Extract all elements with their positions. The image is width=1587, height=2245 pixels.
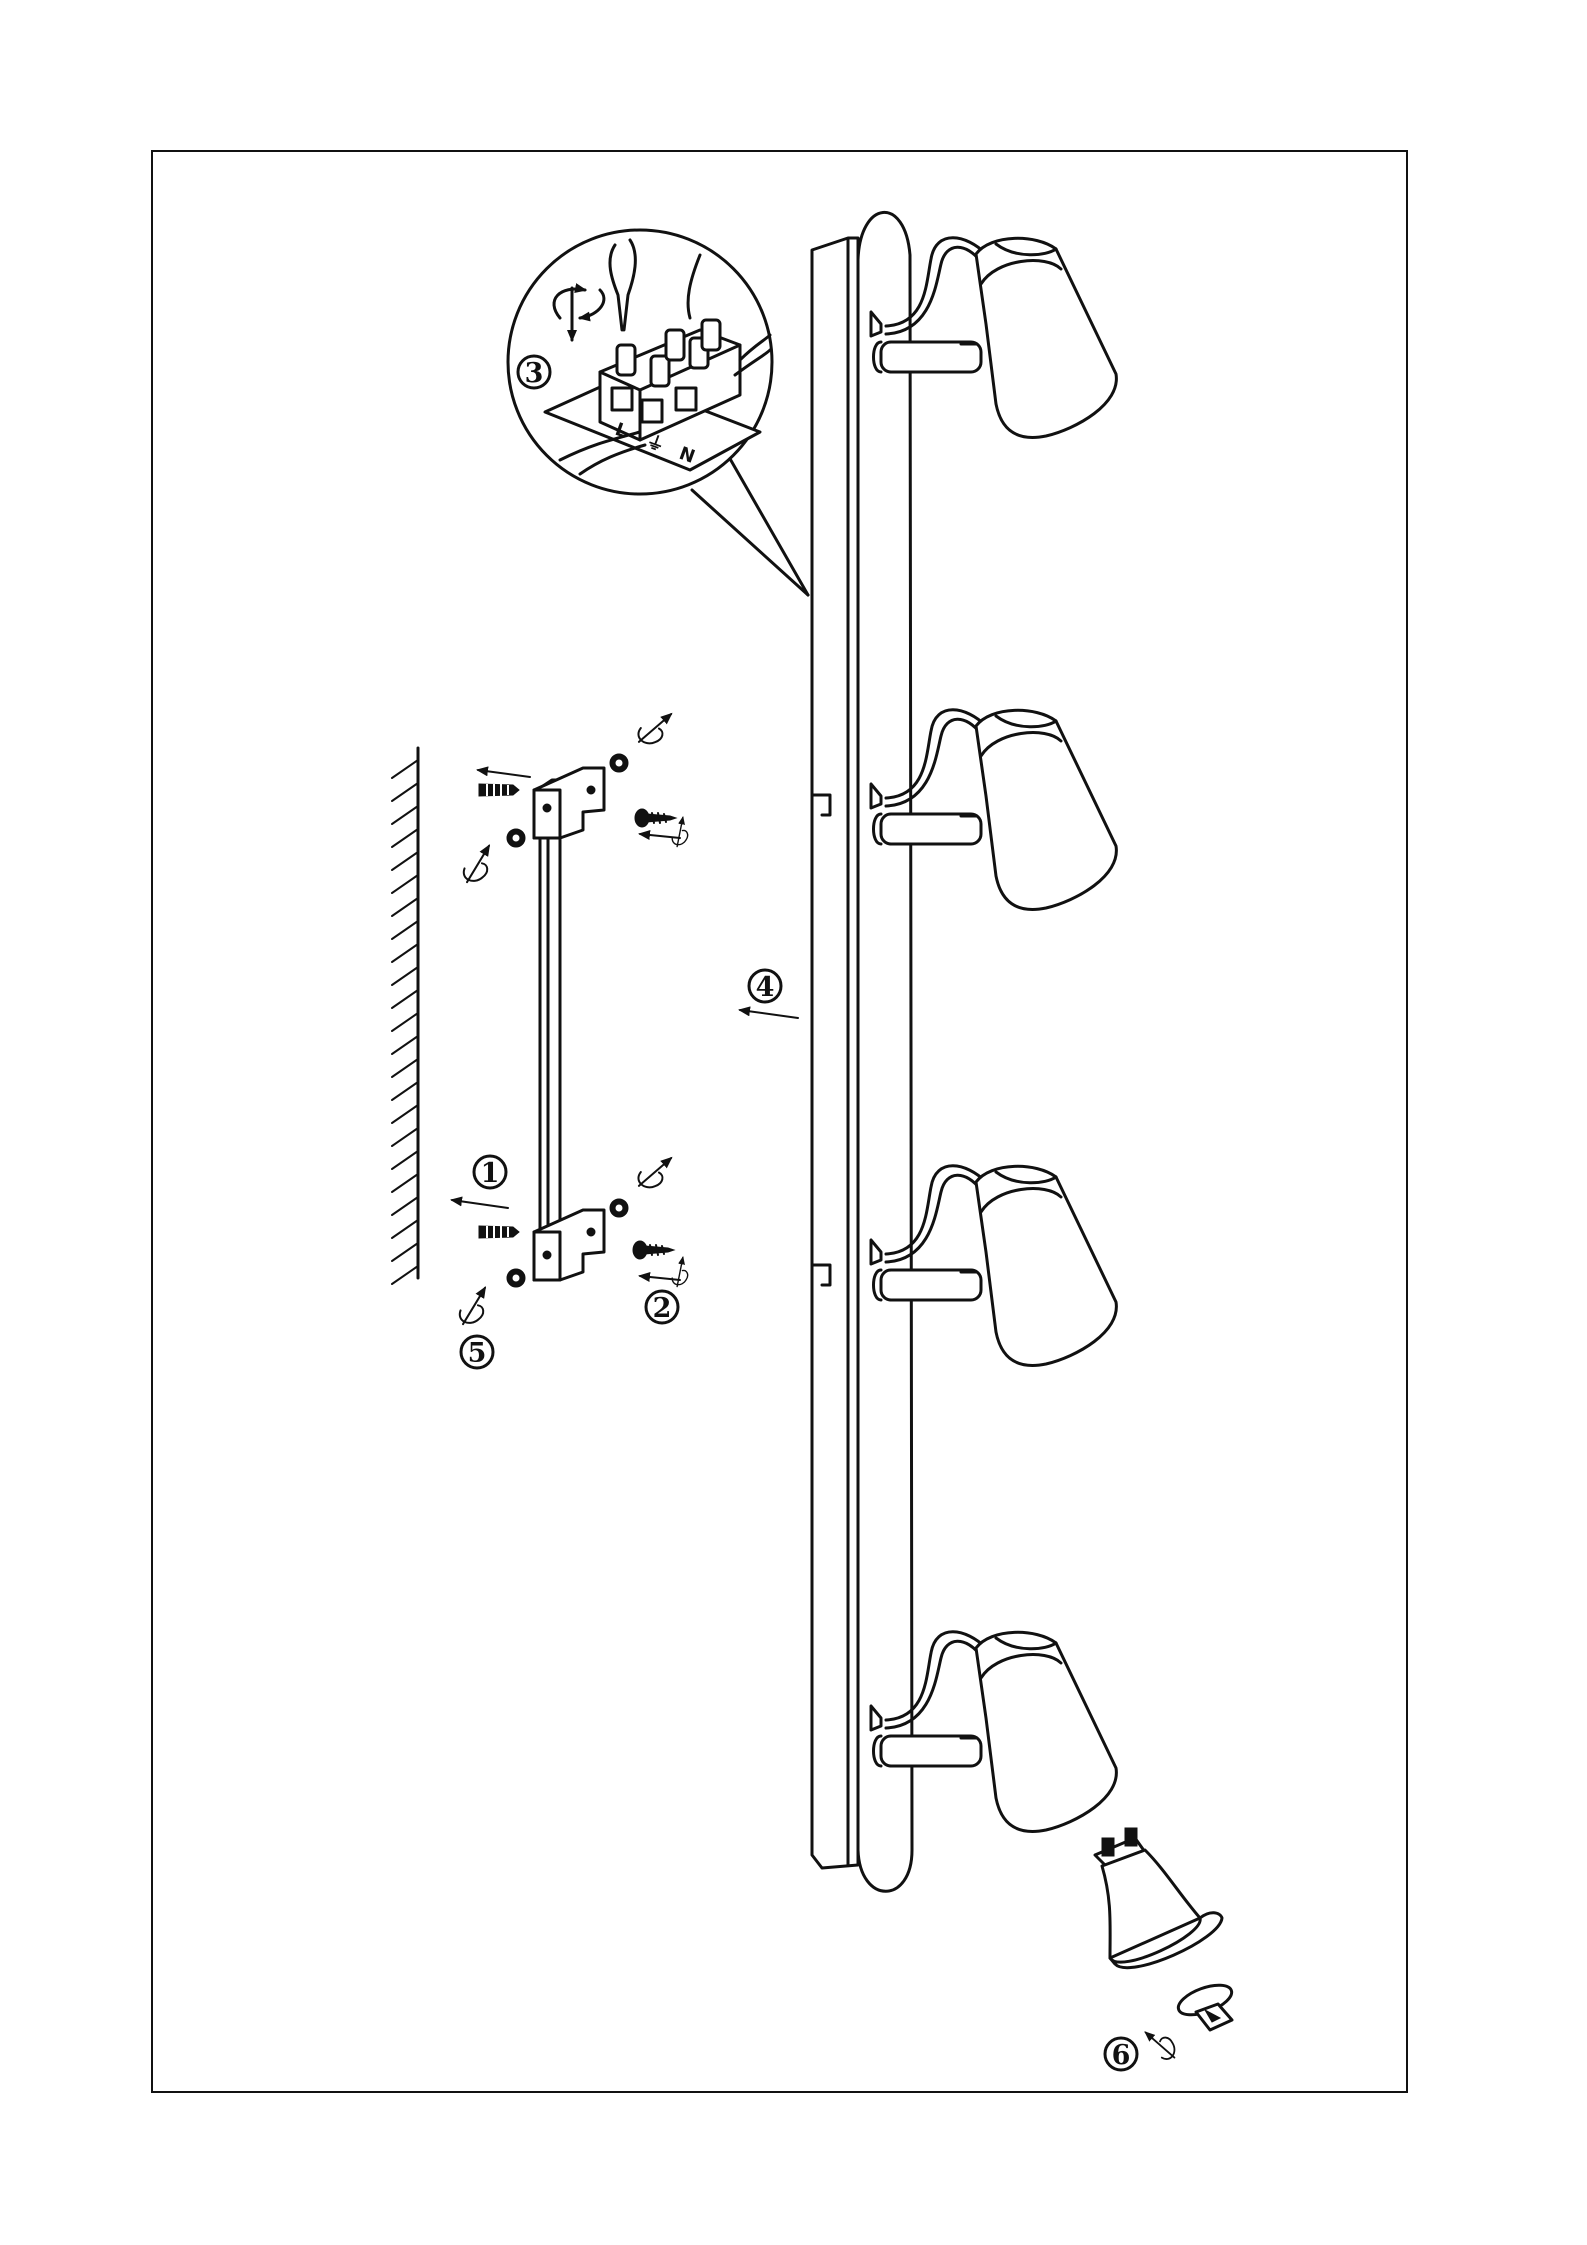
rotate-icon — [665, 1257, 694, 1287]
wall-plug-icon — [479, 784, 519, 796]
hatch-line — [392, 1174, 418, 1192]
hatch-line — [392, 944, 418, 962]
hatch-line — [392, 1013, 418, 1031]
hatch-line — [392, 875, 418, 893]
svg-text:4: 4 — [756, 972, 775, 1003]
hatch-line — [392, 1128, 418, 1146]
step-2-label: 2 — [646, 1291, 678, 1324]
hatch-line — [392, 1266, 418, 1284]
hatch-line — [392, 1220, 418, 1238]
rotate-icon — [1146, 2032, 1175, 2059]
step-6-label: 6 — [1105, 2038, 1137, 2071]
svg-text:3: 3 — [525, 358, 544, 389]
hatch-line — [392, 967, 418, 985]
rotate-icon — [637, 1154, 671, 1190]
spotlight-bar — [812, 212, 912, 1891]
hatch-line — [392, 1151, 418, 1169]
svg-text:2: 2 — [653, 1293, 672, 1324]
step-5-label: 5 — [461, 1336, 493, 1369]
svg-text:1: 1 — [481, 1158, 500, 1189]
washer-icon — [610, 754, 628, 772]
hatch-line — [392, 990, 418, 1008]
rotate-icon — [460, 846, 495, 883]
hatch-line — [392, 1059, 418, 1077]
rotate-icon — [637, 710, 671, 746]
nut-icon — [507, 1269, 525, 1287]
wall-hatch — [392, 748, 418, 1284]
wall-plug-icon — [479, 1226, 519, 1238]
hatch-line — [392, 1243, 418, 1261]
hatch-line — [392, 783, 418, 801]
svg-text:5: 5 — [468, 1338, 487, 1369]
step-4-label: 4 — [749, 970, 781, 1003]
hatch-line — [392, 760, 418, 778]
mounting-bracket — [534, 768, 604, 1280]
bulb-icon — [1095, 1828, 1222, 1968]
cover-ring-icon — [1175, 1979, 1236, 2030]
screw-icon — [633, 1241, 674, 1259]
arrow-icon — [640, 834, 680, 838]
hatch-line — [392, 1197, 418, 1215]
nut-icon — [507, 829, 525, 847]
hatch-line — [392, 1036, 418, 1054]
hatch-line — [392, 852, 418, 870]
hatch-line — [392, 1082, 418, 1100]
hatch-line — [392, 921, 418, 939]
arrow-icon — [452, 1200, 508, 1208]
step-3-label: 3 — [518, 356, 550, 389]
hatch-line — [392, 829, 418, 847]
screw-icon — [635, 809, 676, 827]
washer-icon — [610, 1199, 628, 1217]
arrow-icon — [740, 1010, 798, 1018]
hatch-line — [392, 1105, 418, 1123]
step-1-label: 1 — [474, 1156, 506, 1189]
hatch-line — [392, 898, 418, 916]
hatch-line — [392, 806, 418, 824]
svg-text:6: 6 — [1112, 2040, 1131, 2071]
page-frame — [152, 151, 1407, 2092]
rotate-icon — [665, 817, 694, 847]
arrow-icon — [640, 1276, 680, 1280]
arrow-icon — [478, 770, 530, 777]
rotate-icon — [456, 1288, 491, 1325]
terminal-detail: L ⏚ N — [508, 230, 808, 595]
